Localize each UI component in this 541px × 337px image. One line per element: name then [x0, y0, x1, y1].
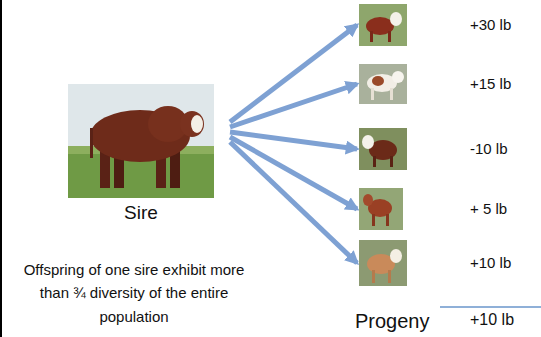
progeny-box: +15 lb — [359, 64, 515, 104]
calf-photo — [359, 188, 403, 230]
node-title: Sire — [124, 202, 158, 225]
progeny-box: -10 lb — [359, 128, 512, 170]
progeny-box: + 5 lb — [359, 188, 511, 230]
caption-note: Offspring of one sire exhibit more than … — [14, 258, 254, 328]
calf-photo — [359, 64, 407, 104]
weight-value: +10 lb — [470, 254, 511, 272]
weight-value: +30 lb — [470, 16, 511, 34]
group-label: Progeny — [355, 310, 430, 333]
sum-line — [440, 306, 541, 308]
page-border — [0, 0, 2, 337]
arrow-connector — [230, 142, 357, 263]
sire-photo — [68, 84, 214, 198]
calf-photo — [359, 4, 407, 46]
calf-photo — [359, 240, 407, 286]
weight-value: -10 lb — [470, 140, 508, 158]
calf-photo — [359, 128, 407, 170]
sire-box: Sire — [68, 84, 230, 227]
progeny-box: +30 lb — [359, 4, 515, 46]
weight-value: +15 lb — [470, 75, 511, 93]
weight-value: + 5 lb — [470, 200, 507, 218]
progeny-box: +10 lb — [359, 240, 515, 286]
arrow-connector — [230, 84, 357, 127]
sum-value: +10 lb — [470, 311, 514, 329]
arrow-connector — [230, 137, 357, 209]
